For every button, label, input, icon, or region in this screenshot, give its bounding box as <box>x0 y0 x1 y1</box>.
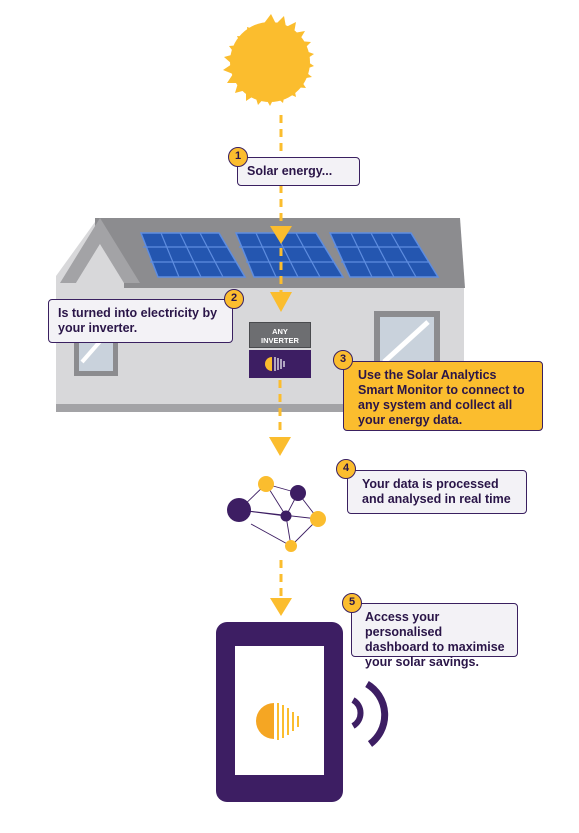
inverter-label-line2: INVERTER <box>261 336 299 345</box>
solar-analytics-logo-icon <box>256 703 299 740</box>
flow-arrows <box>269 115 292 616</box>
flow-arrow-1-icon <box>270 226 292 244</box>
solar-panel-icon <box>139 232 440 278</box>
step-4-callout: Your data is processed and analysed in r… <box>347 470 527 514</box>
step-5-callout: Access your personalised dashboard to ma… <box>351 603 518 669</box>
step-3-text: Use the Solar Analytics Smart Monitor to… <box>358 368 525 427</box>
sun-icon <box>223 14 314 106</box>
step-4-text: Your data is processed and analysed in r… <box>362 477 511 506</box>
step-5-text: Access your personalised dashboard to ma… <box>365 610 505 669</box>
smartphone-icon <box>216 622 343 802</box>
step-4-badge: 4 <box>336 459 356 479</box>
data-network-icon <box>227 476 326 552</box>
flow-arrow-3-icon <box>269 437 291 456</box>
step-1-callout: Solar energy... <box>237 157 360 186</box>
inverter-label: ANY INVERTER <box>249 322 311 348</box>
wireless-signal-icon <box>351 680 389 747</box>
step-5-badge: 5 <box>342 593 362 613</box>
step-3-badge: 3 <box>333 350 353 370</box>
step-1-text: Solar energy... <box>247 164 333 178</box>
step-2-text: Is turned into electricity by your inver… <box>58 306 218 335</box>
step-2-badge: 2 <box>224 289 244 309</box>
step-1-badge: 1 <box>228 147 248 167</box>
smart-monitor-icon <box>249 350 311 378</box>
step-3-callout: Use the Solar Analytics Smart Monitor to… <box>343 361 543 431</box>
step-2-callout: Is turned into electricity by your inver… <box>48 299 233 343</box>
flow-arrow-4-icon <box>270 598 292 616</box>
inverter-label-line1: ANY <box>272 327 288 336</box>
flow-arrow-2-icon <box>270 292 292 312</box>
